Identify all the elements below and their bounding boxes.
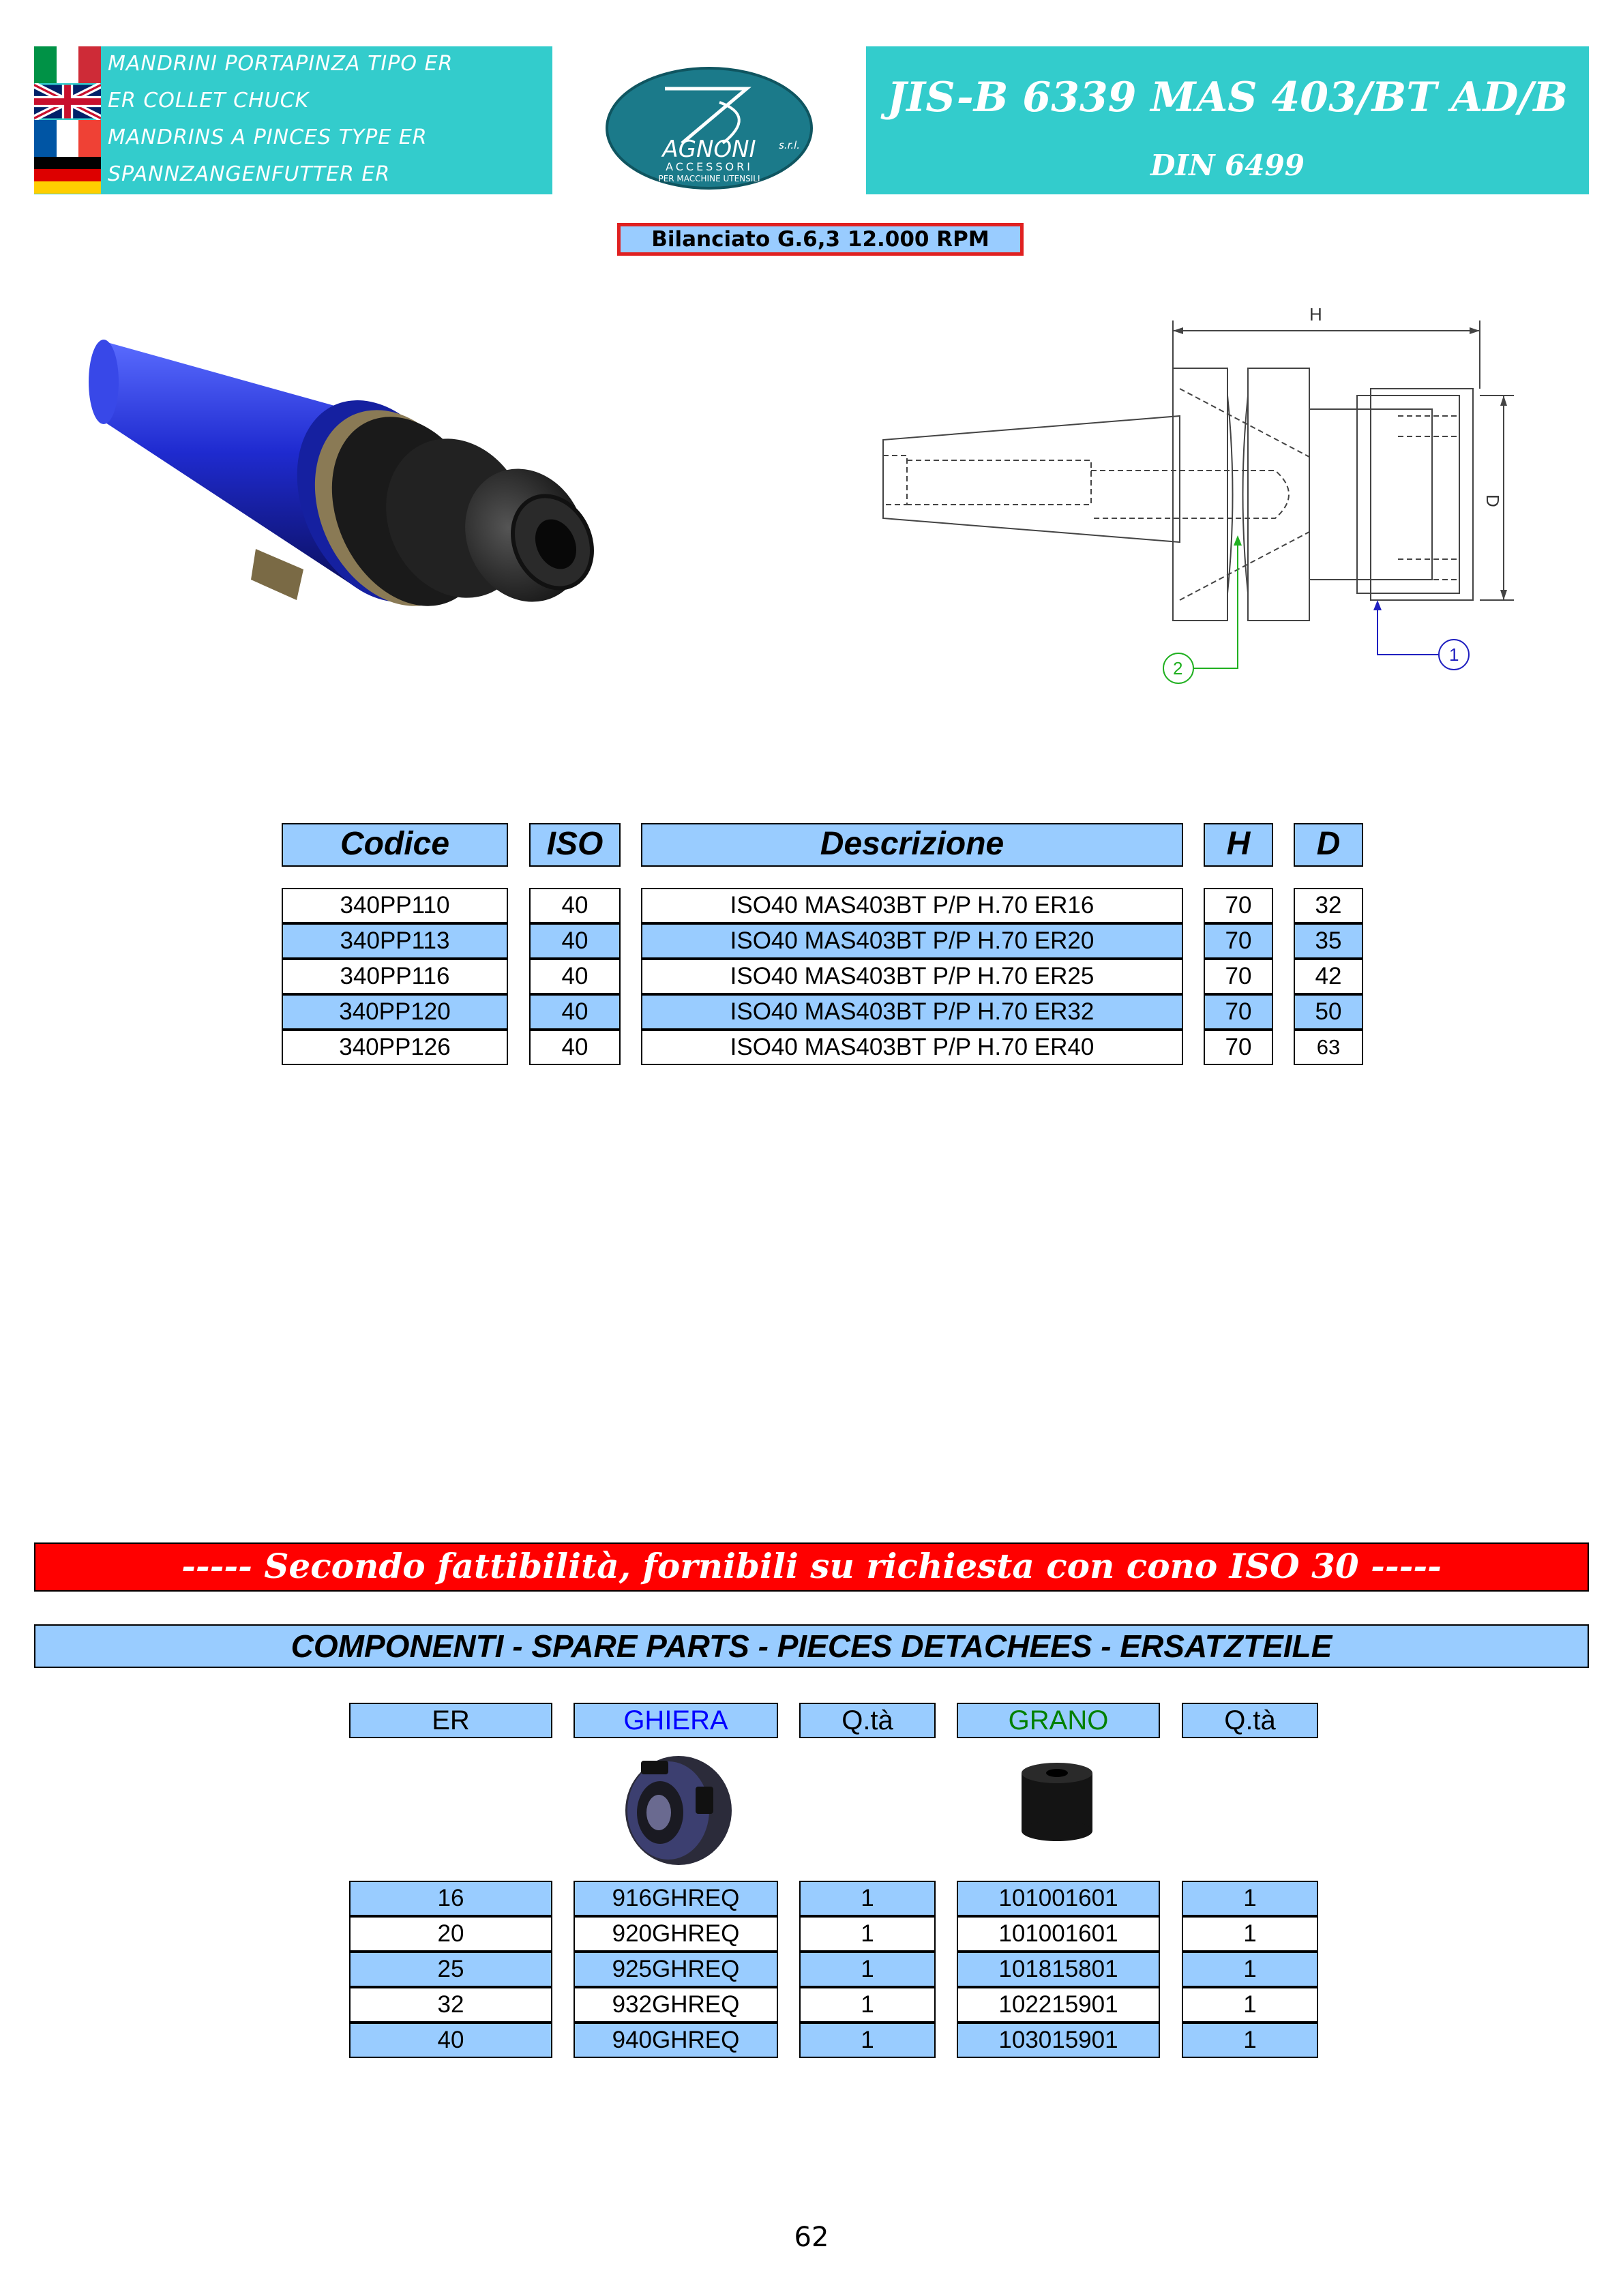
italy-flag-icon: [34, 46, 101, 83]
france-flag-icon: [34, 120, 101, 157]
balance-note: Bilanciato G.6,3 12.000 RPM: [617, 223, 1024, 256]
spare-grano-code: 102215901: [957, 1987, 1160, 2023]
product-description: ISO40 MAS403BT P/P H.70 ER32: [641, 994, 1183, 1030]
spare-er: 32: [349, 1987, 552, 2023]
spare-grano-qty: 1: [1182, 1987, 1318, 2023]
spare-ghiera-code: 920GHREQ: [574, 1916, 778, 1952]
col-header-h: H: [1204, 823, 1273, 867]
company-logo: AGNONI s.r.l. ACCESSORI PER MACCHINE UTE…: [600, 61, 818, 191]
product-illustration: [75, 300, 641, 682]
product-d: 63: [1294, 1030, 1363, 1065]
lang-text-italian: MANDRINI PORTAPINZA TIPO ER: [108, 52, 453, 76]
lang-text-english: ER COLLET CHUCK: [108, 89, 310, 113]
technical-drawing: H D 1 2: [866, 300, 1534, 696]
spare-header-qty-ghiera: Q.tà: [799, 1703, 936, 1738]
spare-grano-code: 101001601: [957, 1881, 1160, 1916]
spare-header-grano: GRANO: [957, 1703, 1160, 1738]
header-languages-panel: MANDRINI PORTAPINZA TIPO ER ER COLLET CH…: [34, 46, 552, 194]
product-d: 35: [1294, 923, 1363, 959]
product-iso: 40: [529, 888, 621, 923]
product-h: 70: [1204, 923, 1273, 959]
uk-flag-icon: [34, 83, 101, 120]
standard-title: JIS-B 6339 MAS 403/BT AD/B: [887, 74, 1568, 121]
spare-er: 40: [349, 2023, 552, 2058]
lang-row-french: MANDRINS A PINCES TYPE ER: [34, 120, 552, 157]
lang-row-german: SPANNZANGENFUTTER ER: [34, 157, 552, 194]
product-code: 340PP110: [282, 888, 508, 923]
product-iso: 40: [529, 959, 621, 994]
spare-ghiera-code: 940GHREQ: [574, 2023, 778, 2058]
callout-2-label: 2: [1173, 658, 1182, 679]
product-description: ISO40 MAS403BT P/P H.70 ER16: [641, 888, 1183, 923]
col-header-iso: ISO: [529, 823, 621, 867]
spare-grano-qty: 1: [1182, 1952, 1318, 1987]
logo-suffix: s.r.l.: [779, 139, 800, 151]
product-h: 70: [1204, 888, 1273, 923]
ghiera-nut-image: [614, 1753, 736, 1868]
product-h: 70: [1204, 994, 1273, 1030]
col-header-d: D: [1294, 823, 1363, 867]
product-description: ISO40 MAS403BT P/P H.70 ER20: [641, 923, 1183, 959]
spare-header-er: ER: [349, 1703, 552, 1738]
product-code: 340PP120: [282, 994, 508, 1030]
product-description: ISO40 MAS403BT P/P H.70 ER40: [641, 1030, 1183, 1065]
spare-header-qty-grano: Q.tà: [1182, 1703, 1318, 1738]
product-iso: 40: [529, 994, 621, 1030]
standard-subtitle: DIN 6499: [1150, 149, 1305, 182]
spare-er: 16: [349, 1881, 552, 1916]
product-description: ISO40 MAS403BT P/P H.70 ER25: [641, 959, 1183, 994]
spare-ghiera-qty: 1: [799, 1987, 936, 2023]
spare-grano-qty: 1: [1182, 1916, 1318, 1952]
col-header-description: Descrizione: [641, 823, 1183, 867]
spare-ghiera-code: 932GHREQ: [574, 1987, 778, 2023]
spare-ghiera-qty: 1: [799, 2023, 936, 2058]
spare-grano-qty: 1: [1182, 1881, 1318, 1916]
spare-header-ghiera: GHIERA: [574, 1703, 778, 1738]
germany-flag-icon: [34, 157, 101, 194]
lang-text-german: SPANNZANGENFUTTER ER: [108, 162, 391, 186]
product-code: 340PP116: [282, 959, 508, 994]
dim-d-label: D: [1483, 494, 1503, 507]
standard-header-panel: JIS-B 6339 MAS 403/BT AD/B DIN 6499: [866, 46, 1589, 194]
spare-ghiera-qty: 1: [799, 1952, 936, 1987]
product-iso: 40: [529, 923, 621, 959]
spare-er: 20: [349, 1916, 552, 1952]
spare-ghiera-code: 925GHREQ: [574, 1952, 778, 1987]
spare-ghiera-qty: 1: [799, 1916, 936, 1952]
spare-ghiera-code: 916GHREQ: [574, 1881, 778, 1916]
product-code: 340PP113: [282, 923, 508, 959]
product-code: 340PP126: [282, 1030, 508, 1065]
product-iso: 40: [529, 1030, 621, 1065]
logo-line1: ACCESSORI: [666, 160, 753, 173]
lang-row-english: ER COLLET CHUCK: [34, 83, 552, 120]
product-d: 42: [1294, 959, 1363, 994]
logo-line2: PER MACCHINE UTENSILI: [658, 174, 760, 183]
callout-1-label: 1: [1449, 644, 1459, 665]
spare-grano-code: 101001601: [957, 1916, 1160, 1952]
spare-grano-code: 103015901: [957, 2023, 1160, 2058]
spare-ghiera-qty: 1: [799, 1881, 936, 1916]
grano-screw-image: [1016, 1759, 1098, 1845]
col-header-code: Codice: [282, 823, 508, 867]
product-d: 32: [1294, 888, 1363, 923]
page-number: 62: [794, 2222, 829, 2253]
spare-parts-banner: COMPONENTI - SPARE PARTS - PIECES DETACH…: [34, 1624, 1589, 1668]
lang-row-italian: MANDRINI PORTAPINZA TIPO ER: [34, 46, 552, 83]
dim-h-label: H: [1309, 304, 1322, 325]
spare-grano-qty: 1: [1182, 2023, 1318, 2058]
iso30-availability-banner: ----- Secondo fattibilità, fornibili su …: [34, 1542, 1589, 1592]
product-h: 70: [1204, 959, 1273, 994]
spare-grano-code: 101815801: [957, 1952, 1160, 1987]
spare-er: 25: [349, 1952, 552, 1987]
logo-name: AGNONI: [661, 136, 756, 163]
lang-text-french: MANDRINS A PINCES TYPE ER: [108, 125, 428, 149]
product-h: 70: [1204, 1030, 1273, 1065]
product-d: 50: [1294, 994, 1363, 1030]
